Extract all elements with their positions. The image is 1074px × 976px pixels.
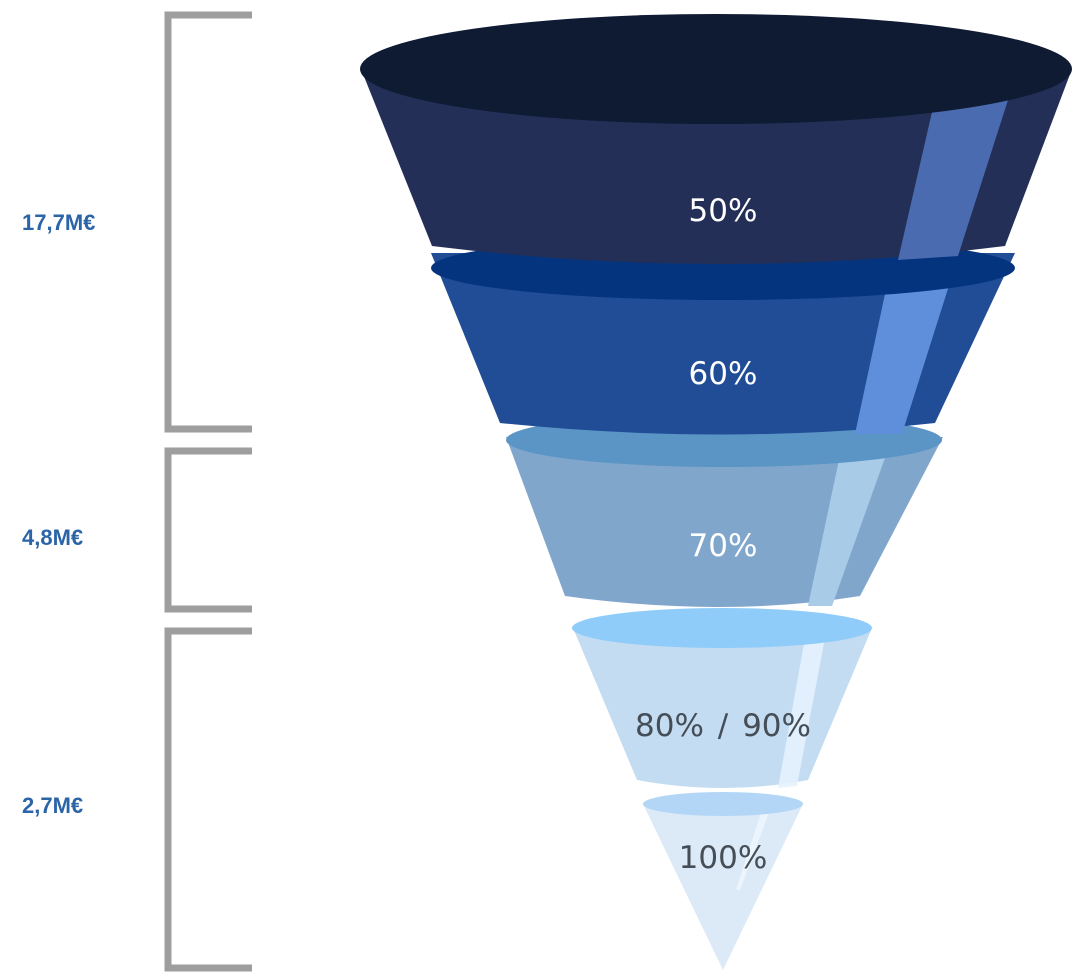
funnel: 50% 60% 70% 80% / 90% 100% [360, 14, 1072, 970]
funnel-stage-top [360, 14, 1072, 124]
funnel-stage [643, 792, 803, 970]
funnel-stage-label: 50% [689, 193, 758, 229]
funnel-stage [506, 413, 943, 607]
funnel-stage-label: 100% [679, 840, 768, 876]
funnel-stage-label-separator: / [718, 708, 729, 744]
funnel-stage-highlight [898, 100, 1008, 260]
funnel-stage-top [643, 792, 803, 816]
funnel-stage-label-secondary: 90% [742, 708, 811, 744]
bracket-amount-label: 2,7M€ [22, 793, 83, 818]
funnel-stage [431, 236, 1015, 435]
funnel-stage [572, 608, 872, 788]
bracket-amount-label: 4,8M€ [22, 525, 83, 550]
funnel-stage-highlight [736, 810, 770, 890]
funnel-stage-highlight [808, 455, 886, 606]
funnel-stage-label: 60% [689, 356, 758, 392]
bracket-middle [164, 447, 252, 613]
amount-labels: 17,7M€ 4,8M€ 2,7M€ [22, 210, 95, 818]
funnel-stage-body [361, 69, 1072, 264]
funnel-stage-body [643, 804, 803, 970]
funnel-stage-top [572, 608, 872, 648]
funnel-stage-label-primary: 80% [635, 708, 704, 744]
bracket-amount-label: 17,7M€ [22, 210, 95, 235]
funnel-stage-label: 70% [689, 528, 758, 564]
funnel-stage [360, 14, 1072, 264]
funnel-stage-highlight [855, 276, 952, 434]
bracket-top [164, 11, 252, 433]
funnel-stage-label: 80% / 90% [635, 708, 811, 744]
bracket-bottom [164, 627, 252, 972]
bracket-group [164, 11, 252, 972]
funnel-stage-highlight [778, 638, 825, 788]
